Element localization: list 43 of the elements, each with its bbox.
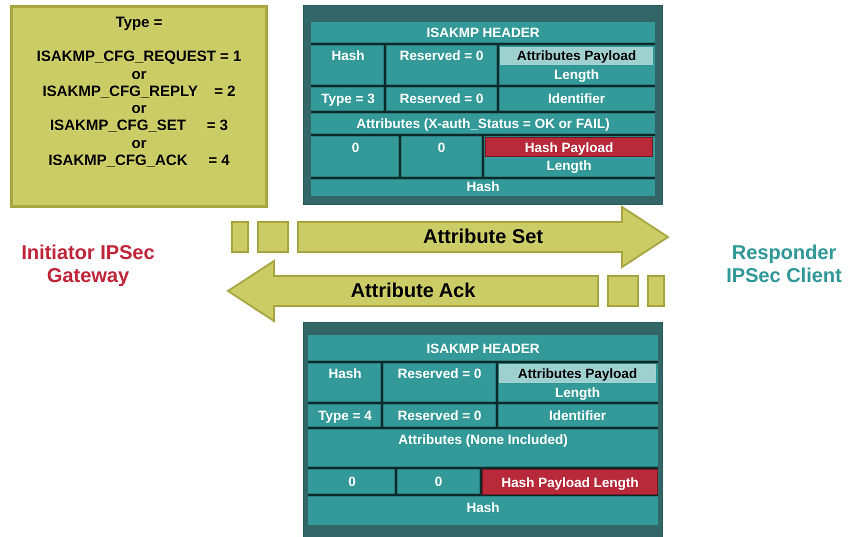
note-text: Type = [116,14,162,32]
note-text: ISAKMP_CFG_SET = 3 [50,117,228,134]
field-label: Attributes (X-auth_Status = OK or FAIL) [355,115,611,133]
header-label: Hash [465,178,500,196]
field-label: 0 [347,473,357,491]
highlighted-field: Attributes Payload [499,364,656,383]
field-label: Identifier [548,407,607,425]
field-label: Reserved = 0 [398,47,484,65]
field-label: Identifier [546,90,606,108]
field-label: Length [554,384,601,402]
field-label: Reserved = 0 [396,365,482,383]
note-text: ISAKMP_CFG_REQUEST = 1 [36,48,242,66]
note-text: ISAKMP_CFG_ACK = 4 [48,152,230,169]
block-arrow [226,259,665,323]
note-text: ISAKMP_CFG_REPLY = 2 [42,82,236,100]
edge-label: Attribute Set [422,225,544,249]
highlighted-field: Attributes Payload [500,47,653,65]
field-label: Hash [327,365,362,383]
block-arrow [231,205,670,269]
header-label: ISAKMP HEADER [425,340,541,358]
field-label: 0 [436,139,446,157]
field-label: Hash [330,47,366,65]
header-label: Hash [465,499,500,517]
field-label: 0 [434,473,444,491]
field-label: Attributes (None Included) [397,431,569,449]
note-text: or [132,134,146,152]
endpoint-label: Responder IPSec Client [725,242,843,288]
header-label: ISAKMP HEADER [425,24,541,42]
note-box [10,5,268,208]
note-text: or [132,100,146,118]
field-label: Type = 4 [317,407,373,425]
edge-label: Attribute Ack [350,279,476,303]
field-label: Reserved = 0 [396,407,482,425]
field-label: Length [546,157,592,175]
highlighted-field: Hash Payload [485,137,653,157]
packet-format [303,5,663,205]
endpoint-label: Initiator IPSec Gateway [20,242,156,288]
field-label: Type = 3 [320,90,376,108]
highlighted-field: Hash Payload Length [482,469,658,495]
field-label: Length [553,66,600,84]
field-label: Reserved = 0 [398,90,484,108]
note-text: or [132,66,146,83]
field-label: 0 [350,139,360,157]
